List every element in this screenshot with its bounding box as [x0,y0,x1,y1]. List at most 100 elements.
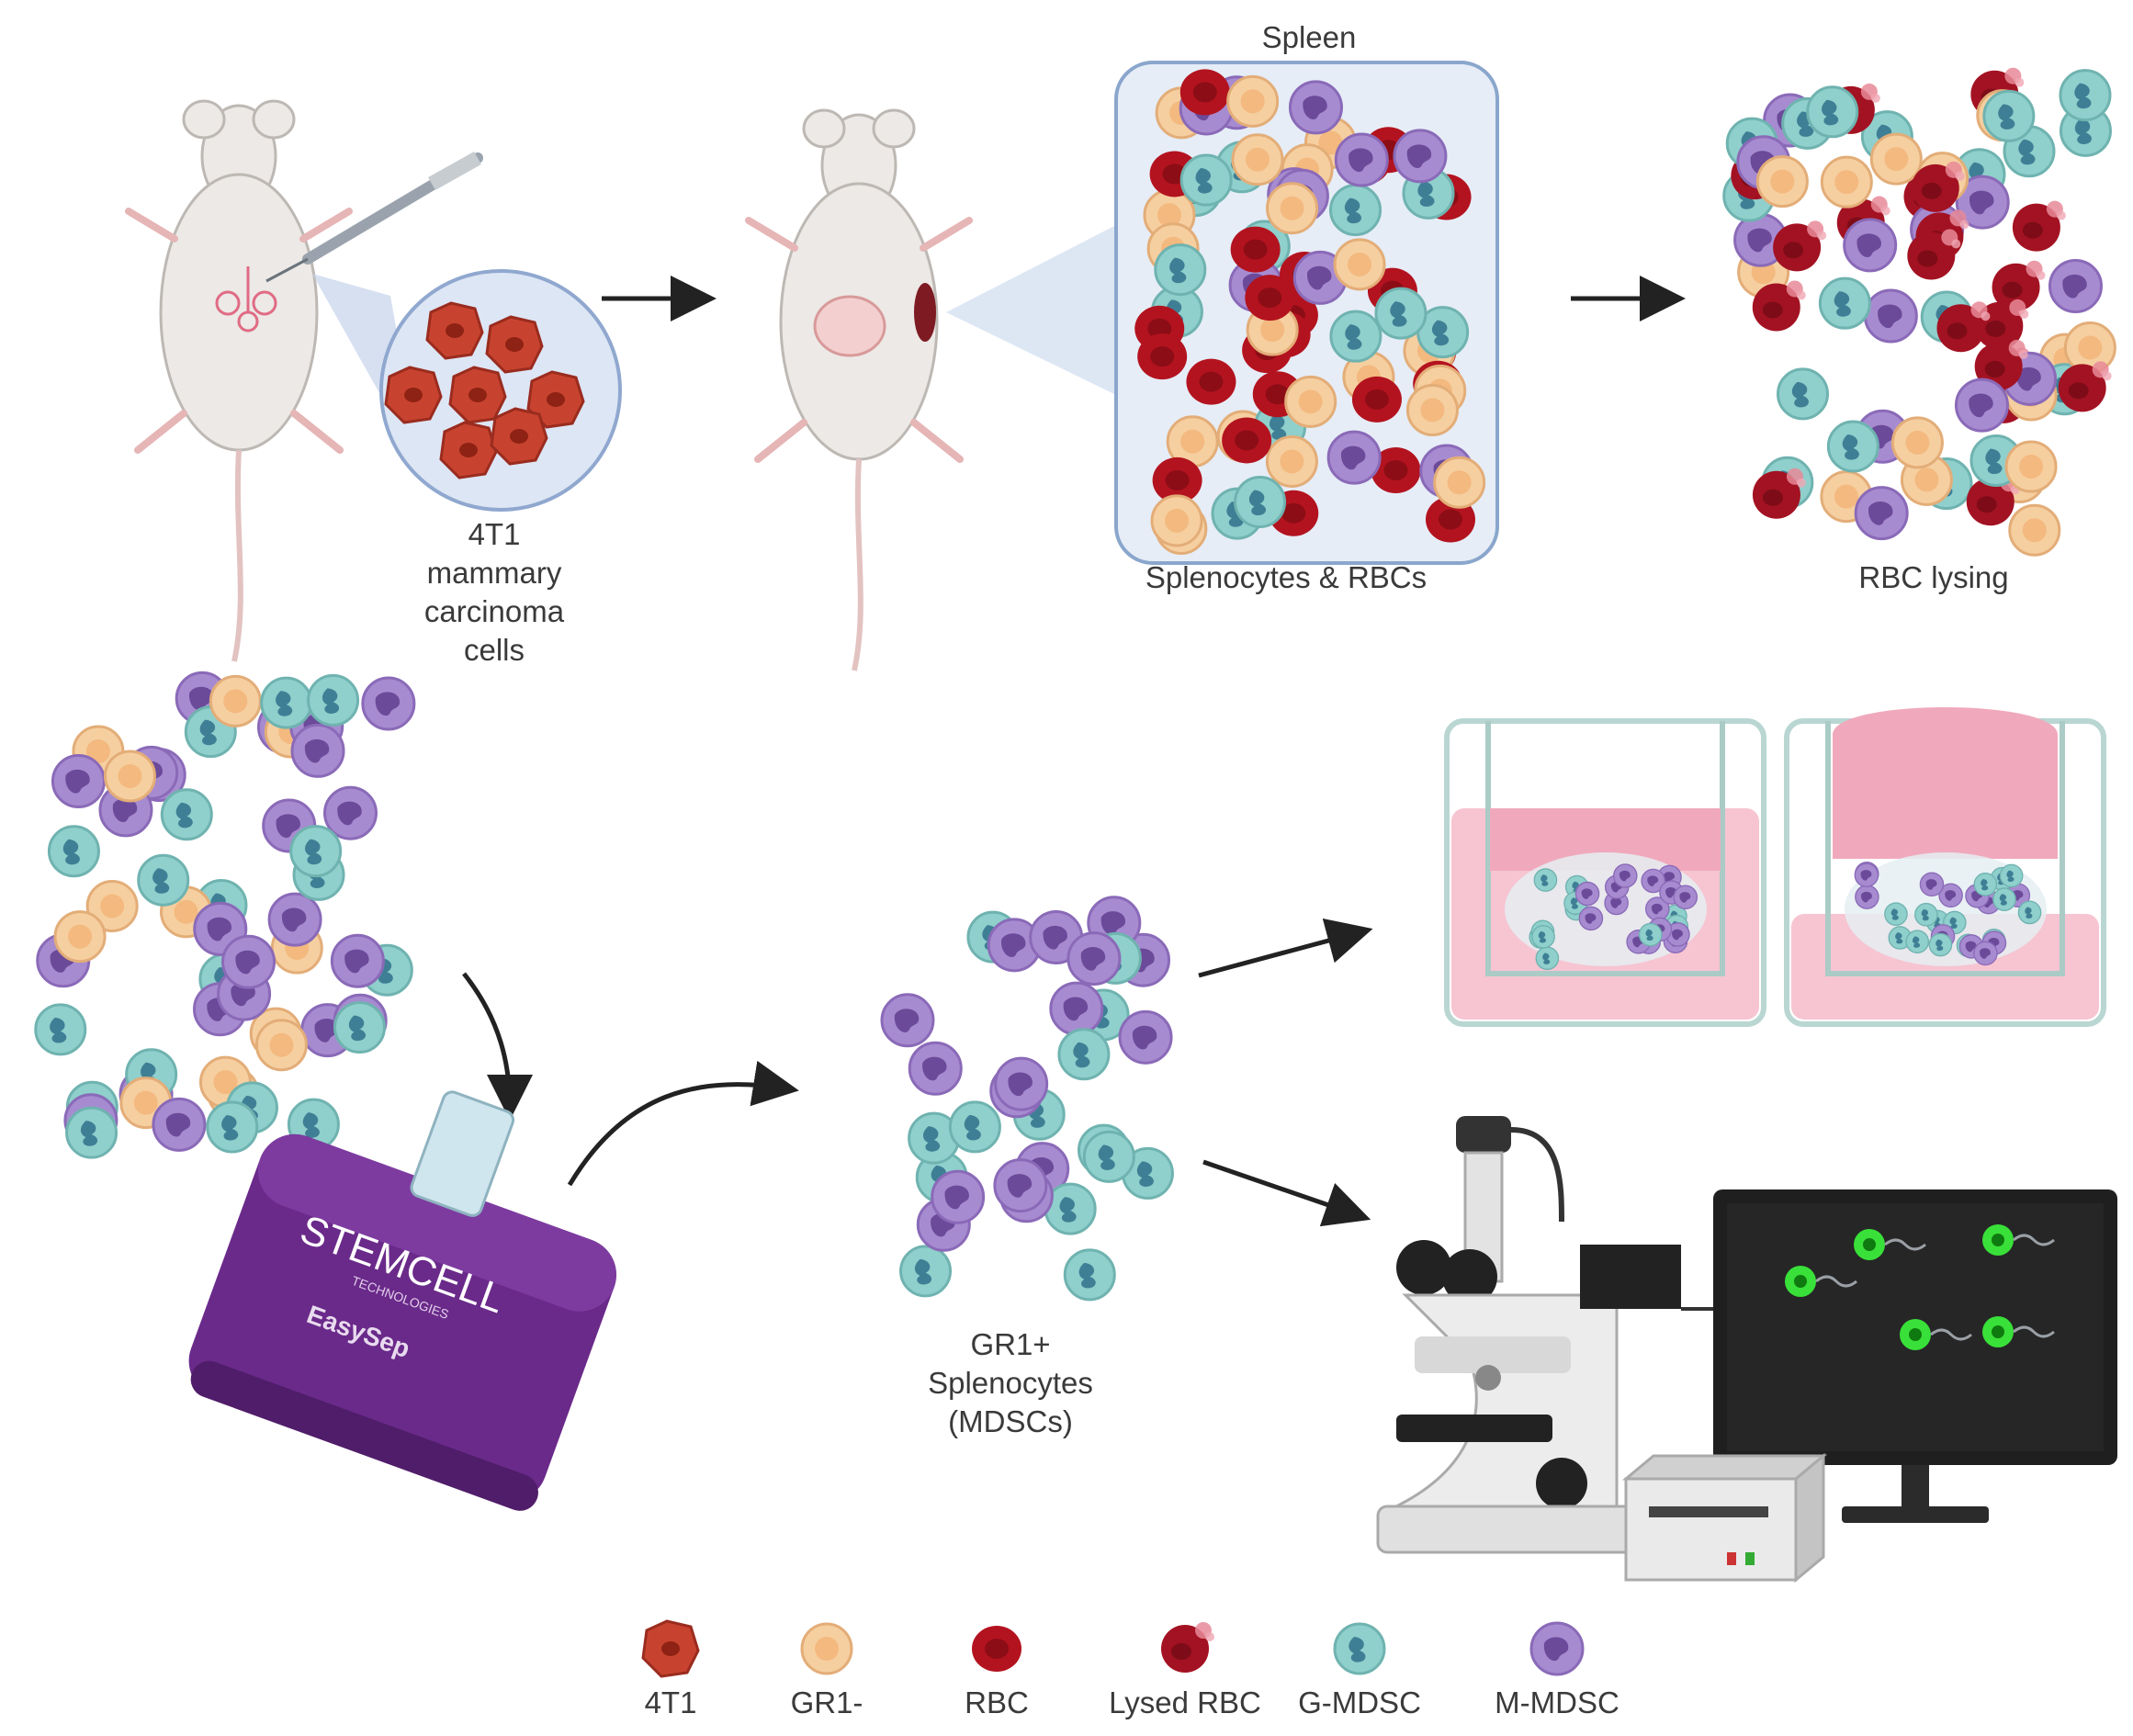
sample-tube [410,1090,515,1217]
gr1-cell [2008,503,2061,557]
mm-cell [267,892,322,947]
gm-cell [1329,310,1382,363]
monitor-icon [1681,1189,2117,1523]
gm-cell [1826,420,1879,473]
tumor-cells-label-line-3: carcinoma [424,594,565,628]
rbc-lysing-label: RBC lysing [1858,560,2008,594]
mm-cell [221,934,276,989]
gm-cell [1535,946,1560,971]
gm-cell [1154,243,1207,297]
gr1-cell [1433,456,1486,509]
gm-cell [1533,868,1558,892]
mm-cell [1578,906,1604,931]
gm-cell [1905,930,1930,954]
fluorescent-cell [1982,1316,2055,1347]
transwell-assay-2 [1784,707,2106,1027]
mm-cell [1049,981,1104,1036]
gr1-label-line-1: GR1+ [970,1327,1050,1361]
gm-cell [1057,1028,1111,1081]
gm-cell [1928,932,1953,957]
gr1-cell [103,750,156,803]
spleen-organ [914,283,936,342]
legend-swatch-g-mdsc [1333,1622,1386,1675]
gr1-cell [1231,133,1284,186]
gm-cell [1914,902,1938,927]
gm-cell [1329,184,1382,237]
gm-cell [1776,367,1829,421]
gm-cell [47,825,100,878]
gm-cell [260,676,313,729]
fluorescent-cell [1982,1224,2055,1256]
gr1-cell [1820,155,1873,209]
rbc-cell [1186,358,1236,405]
spleen-label: Spleen [1262,20,1357,54]
mm-cell [993,1158,1048,1213]
rbc-cell [1230,226,1281,273]
mm-cell [1673,885,1698,910]
mm-cell [152,1097,207,1152]
mm-cell [1066,931,1122,986]
gr1-cell [2063,321,2116,375]
mdsc-cluster [880,896,1174,1302]
spleen-zoom-cone [946,225,1116,395]
gm-cell [1374,287,1428,340]
mm-cell [1334,132,1389,187]
arrow-to-transwell [1198,918,1373,978]
mm-cell [1613,863,1638,888]
mm-cell [1855,885,1879,909]
mm-cell [1954,378,2009,433]
mm-cell [1326,430,1382,485]
mm-cell [1288,80,1343,135]
gr1-cell [1405,383,1459,436]
controller-box-icon [1621,1452,1828,1584]
tumor-cells-label-line-2: mammary [427,556,562,590]
gm-cell [1531,925,1555,949]
rbc-cell [1222,417,1272,464]
mm-cell [1854,486,1909,541]
gr1-cell [209,674,262,727]
tumor-cells-label-line-4: cells [464,633,525,667]
transwell-assay-1 [1444,718,1766,1027]
gm-cell [65,1106,118,1159]
mammary-gland-icon [215,266,277,333]
mm-cell [361,676,416,731]
gr1-cell [1266,182,1319,235]
gr1-cell [1284,375,1337,428]
gm-cell [333,1001,386,1054]
gm-cell [1063,1248,1116,1302]
mm-cell [1393,129,1448,184]
splenocyte-cluster [34,671,416,1159]
rbc-cell [1351,376,1402,423]
lysed-cell [2012,200,2066,252]
gm-cell [948,1100,1001,1154]
lysed-cell [1752,468,1806,519]
mm-cell [1574,881,1600,907]
gr1-cell [1150,494,1203,547]
gr1-label-line-2: Splenocytes [928,1366,1093,1400]
gm-cell [137,853,190,907]
easysep-magnet-device: STEMCELL TECHNOLOGIES EasySep [188,1090,616,1511]
gm-cell [206,1100,259,1154]
legend-swatch-gr1-neg [800,1622,853,1675]
rbc-cell [1137,333,1188,380]
mm-cell [1118,1009,1173,1065]
legend-swatch-4t1 [641,1619,700,1678]
gr1-cell [1869,132,1923,186]
mm-cell [880,993,935,1048]
mm-cell [1854,862,1879,888]
rbc-cell [1179,69,1230,116]
fluorescent-cell [1854,1229,1926,1260]
gm-cell [1638,922,1663,947]
legend-label-gr1-neg: GR1- [791,1685,863,1719]
gm-cell [34,1003,87,1056]
gm-cell [1884,902,1908,926]
gm-cell [899,1245,953,1298]
mm-cell [2048,258,2103,313]
legend-label-rbc: RBC [965,1685,1029,1719]
microscope-icon [1376,1116,1681,1554]
gm-cell [1082,1130,1135,1183]
gm-cell [1982,89,2036,142]
legend-label-lysed-rbc: Lysed RBC [1109,1685,1261,1719]
arrow-to-device [462,972,533,1121]
lysed-cell-mixture [1722,67,2116,557]
